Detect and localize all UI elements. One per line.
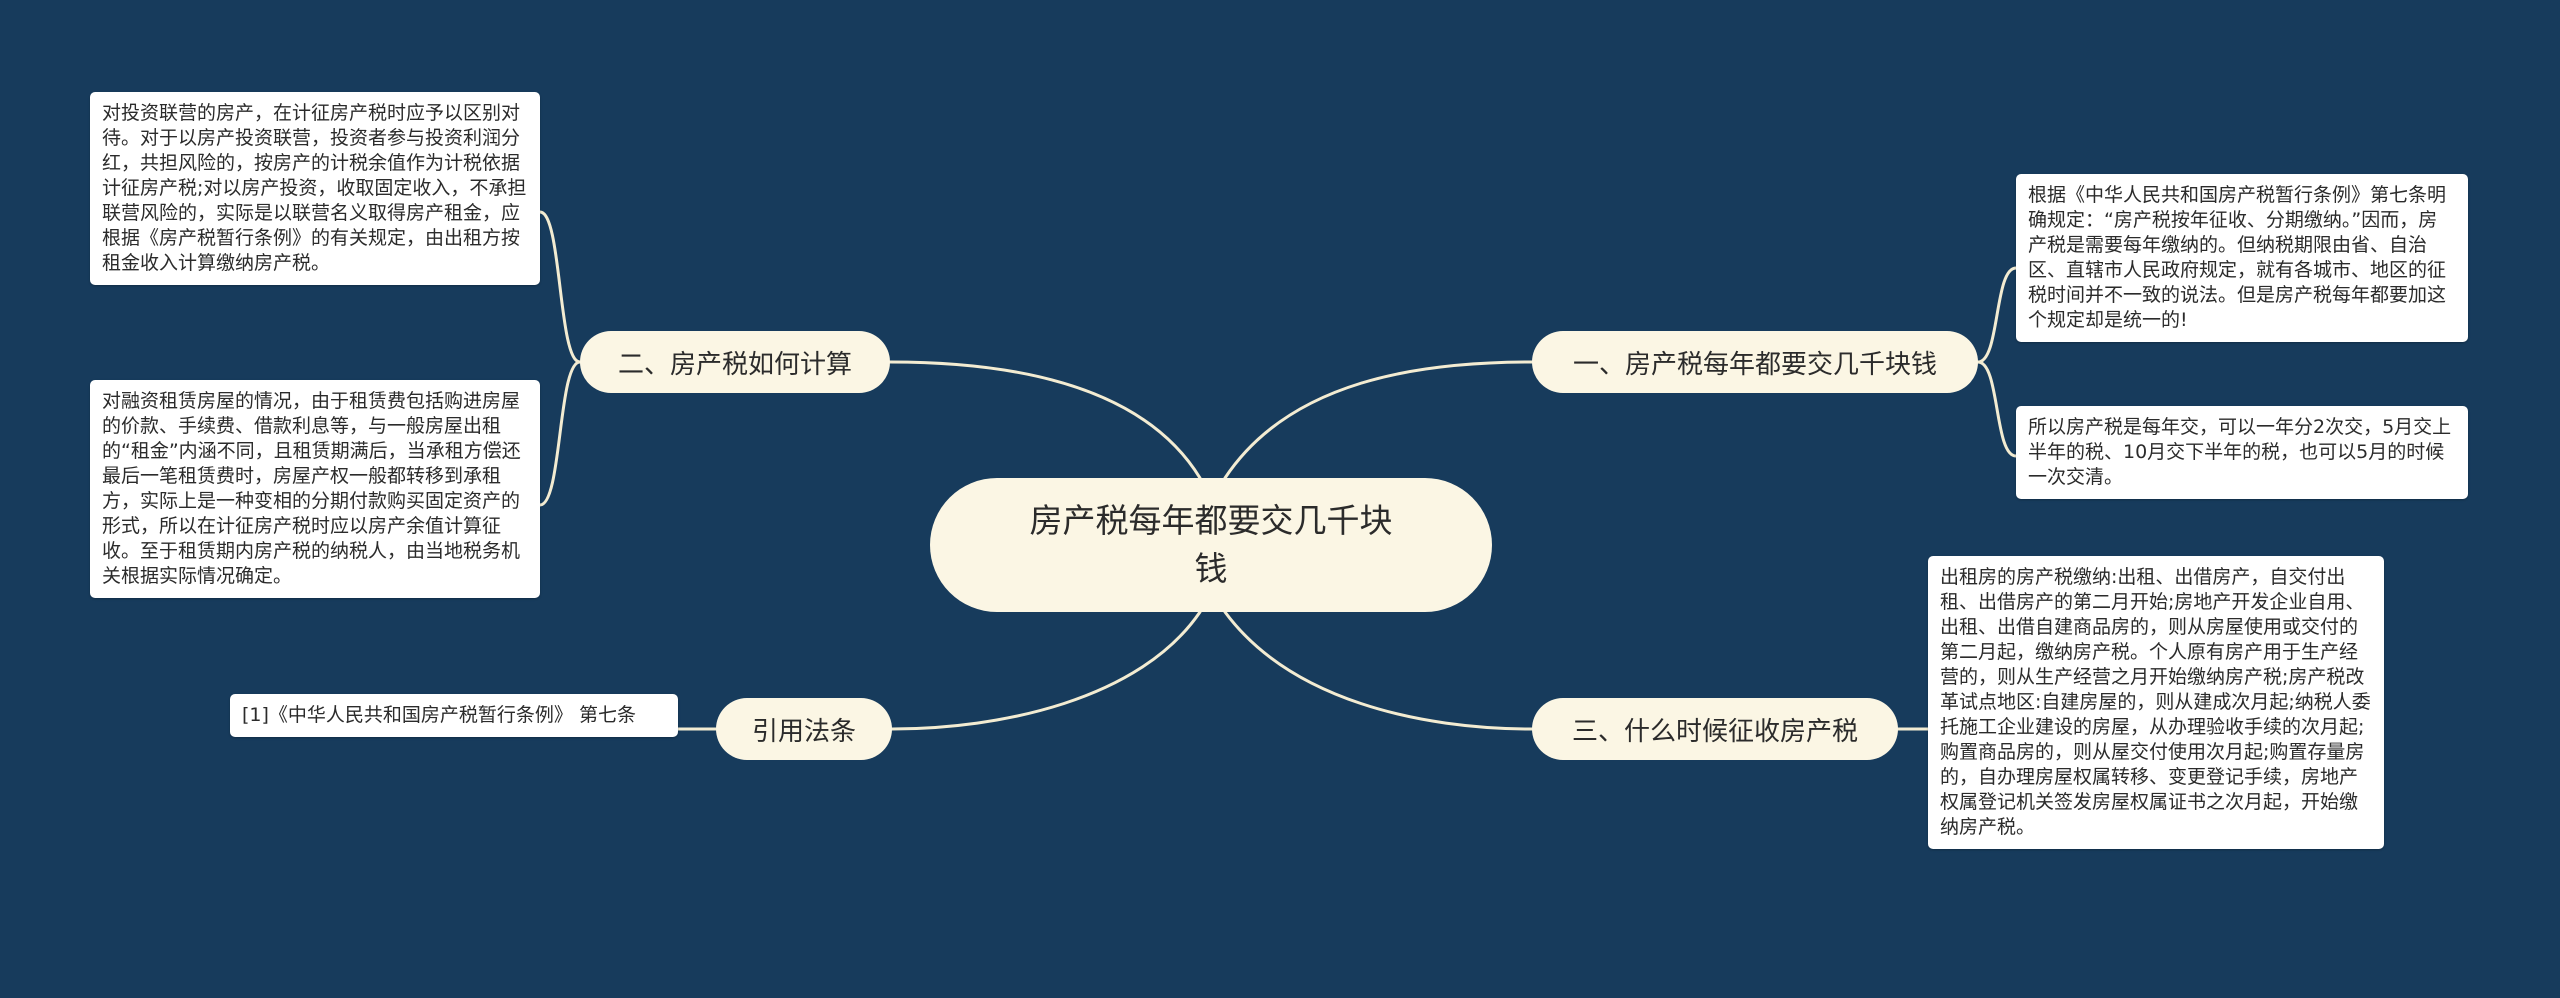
note-right-1-1[interactable]: 根据《中华人民共和国房产税暂行条例》第七条明确规定：“房产税按年征收、分期缴纳。… — [2016, 174, 2468, 342]
branch-left-1-label: 二、房产税如何计算 — [617, 349, 852, 380]
note-text: 根据《中华人民共和国房产税暂行条例》第七条明确规定：“房产税按年征收、分期缴纳。… — [2028, 184, 2447, 331]
connector-left-1-note-1 — [538, 210, 582, 364]
connector-center-right-1 — [1223, 360, 1534, 480]
branch-left-1[interactable]: 二、房产税如何计算 — [580, 331, 890, 393]
central-topic[interactable]: 房产税每年都要交几千块钱 — [930, 478, 1492, 612]
note-left-2-1[interactable]: [1]《中华人民共和国房产税暂行条例》 第七条 — [230, 694, 678, 737]
connector-right-1-note-2 — [1976, 360, 2018, 458]
branch-right-2[interactable]: 三、什么时候征收房产税 — [1532, 698, 1898, 760]
note-text: 对投资联营的房产，在计征房产税时应予以区别对待。对于以房产投资联营，投资者参与投… — [102, 102, 527, 274]
branch-right-1-label: 一、房产税每年都要交几千块钱 — [1572, 349, 1937, 380]
note-left-1-2[interactable]: 对融资租赁房屋的情况，由于租赁费包括购进房屋的价款、手续费、借款利息等，与一般房… — [90, 380, 540, 598]
note-text: 对融资租赁房屋的情况，由于租赁费包括购进房屋的价款、手续费、借款利息等，与一般房… — [102, 390, 521, 587]
central-topic-text: 房产税每年都要交几千块钱 — [1029, 501, 1393, 588]
note-text: 出租房的房产税缴纳:出租、出借房产，自交付出租、出借房产的第二月开始;房地产开发… — [1940, 566, 2371, 838]
note-right-1-2[interactable]: 所以房产税是每年交，可以一年分2次交，5月交上半年的税、10月交下半年的税，也可… — [2016, 406, 2468, 499]
note-text: 所以房产税是每年交，可以一年分2次交，5月交上半年的税、10月交下半年的税，也可… — [2028, 416, 2452, 488]
connector-center-left-2 — [890, 610, 1202, 731]
branch-left-2[interactable]: 引用法条 — [716, 698, 892, 760]
branch-right-2-label: 三、什么时候征收房产税 — [1571, 716, 1858, 747]
connector-right-1-note-1 — [1976, 266, 2018, 364]
note-right-2-1[interactable]: 出租房的房产税缴纳:出租、出借房产，自交付出租、出借房产的第二月开始;房地产开发… — [1928, 556, 2384, 849]
connector-center-left-1 — [888, 360, 1202, 480]
branch-right-1[interactable]: 一、房产税每年都要交几千块钱 — [1532, 331, 1978, 393]
note-left-1-1[interactable]: 对投资联营的房产，在计征房产税时应予以区别对待。对于以房产投资联营，投资者参与投… — [90, 92, 540, 285]
connector-center-right-2 — [1223, 610, 1534, 731]
connector-left-1-note-2 — [538, 360, 582, 507]
note-text: [1]《中华人民共和国房产税暂行条例》 第七条 — [242, 704, 636, 726]
branch-left-2-label: 引用法条 — [751, 716, 856, 747]
